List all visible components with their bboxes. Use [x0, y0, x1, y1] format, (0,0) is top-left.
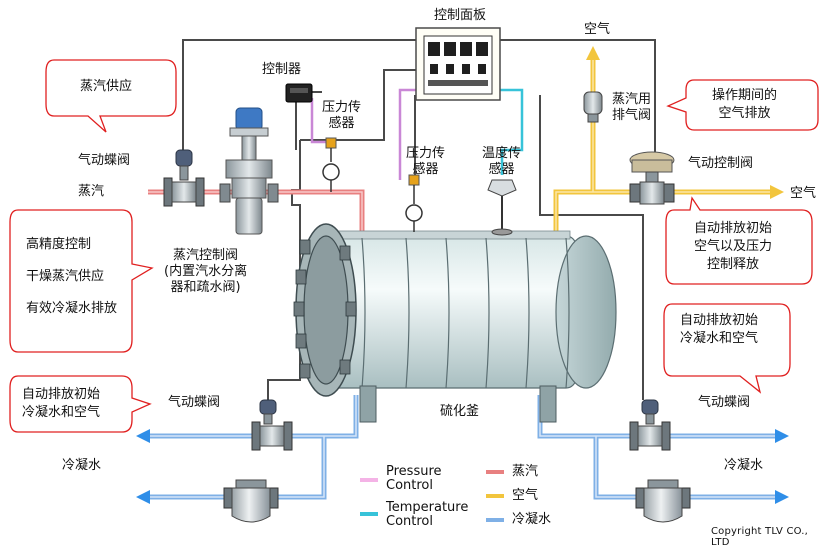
air-up-arrow [586, 46, 600, 60]
steam-label: 蒸汽 [78, 184, 105, 199]
controller-label: 控制器 [262, 62, 302, 77]
steam-control-valve [219, 107, 279, 235]
bubble-air-vent-operation: 操作期间的 空气排放 [712, 88, 778, 121]
legend-air: 空气 [512, 488, 539, 503]
control-panel-label: 控制面板 [434, 8, 487, 23]
steam-vent-valve-device [583, 91, 603, 123]
bubble-steam-supply: 蒸汽供应 [80, 79, 133, 94]
pneumatic-control-valve-label: 气动控制阀 [688, 156, 754, 171]
legend-swatches [360, 470, 504, 522]
pneumatic-butterfly-valve-left-label: 气动蝶阀 [168, 395, 221, 410]
condensate-left-label: 冷凝水 [62, 458, 102, 473]
condensate-arrow-left-top [136, 429, 150, 443]
steam-trap-left [223, 479, 279, 523]
bubble-feature-1: 高精度控制 [26, 237, 92, 252]
pressure-sensor-mid-label: 压力传 感器 [406, 146, 446, 177]
callout-bubbles [9, 59, 819, 433]
condensate-arrow-right-top [775, 429, 789, 443]
air-top-label: 空气 [584, 22, 611, 37]
controller [285, 83, 313, 103]
pressure-sensor-top-label: 压力传 感器 [322, 100, 362, 131]
legend-temperature-control: Temperature Control [386, 500, 469, 529]
legend-pressure-control: Pressure Control [386, 464, 442, 493]
vulcanizer-tank [293, 223, 617, 423]
steam-control-valve-label: 蒸汽控制阀 (内置汽水分离 器和疏水阀) [164, 248, 248, 295]
temperature-control-line [494, 88, 524, 175]
bubble-auto-vent-pressure: 自动排放初始 空气以及压力 控制释放 [694, 221, 773, 272]
condensate-arrow-left-bottom [136, 490, 150, 504]
butterfly-valve-steam [163, 149, 205, 207]
temperature-sensor-label: 温度传 感器 [482, 146, 522, 177]
legend-condensate: 冷凝水 [512, 512, 552, 527]
bubble-feature-2: 干燥蒸汽供应 [26, 269, 105, 284]
legend-steam: 蒸汽 [512, 464, 539, 479]
vulcanizer-label: 硫化釜 [440, 404, 480, 419]
butterfly-valve-bottom-right [629, 399, 671, 451]
temperature-sensor-device [487, 179, 517, 236]
pneumatic-control-valve-device [629, 151, 675, 205]
butterfly-valve-bottom-left [251, 399, 293, 451]
copyright-text: Copyright TLV CO., LTD [711, 526, 809, 548]
pneumatic-butterfly-valve-top-label: 气动蝶阀 [78, 153, 131, 168]
pressure-sensor-mid-device [405, 174, 423, 232]
bubble-feature-3: 有效冷凝水排放 [26, 301, 118, 316]
control-panel [415, 27, 501, 101]
condensate-arrow-right-bottom [775, 490, 789, 504]
bubble-auto-drain-left: 自动排放初始 冷凝水和空气 [22, 387, 101, 420]
bubble-auto-drain-right: 自动排放初始 冷凝水和空气 [680, 313, 759, 346]
condensate-right-label: 冷凝水 [724, 458, 764, 473]
pressure-sensor-top-device [322, 137, 340, 192]
steam-vent-valve-label: 蒸汽用 排气阀 [612, 92, 652, 123]
air-right-label: 空气 [790, 186, 817, 201]
pneumatic-butterfly-valve-right-label: 气动蝶阀 [698, 395, 751, 410]
air-right-arrow [770, 185, 784, 199]
steam-trap-right [635, 479, 691, 523]
